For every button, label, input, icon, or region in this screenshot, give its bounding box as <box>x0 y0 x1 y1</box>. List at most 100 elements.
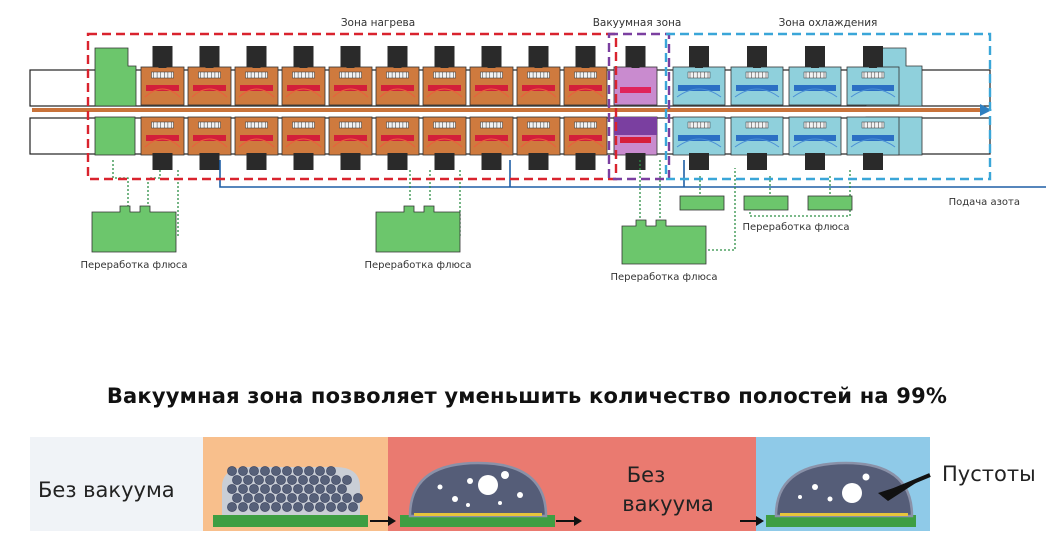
flux-piping <box>112 160 851 251</box>
solder-particle <box>304 466 314 476</box>
cell-8-lower-airflow <box>520 138 557 148</box>
flux-processing-label-1: Переработка флюса <box>80 260 187 271</box>
solder-particle <box>282 484 292 494</box>
cell-5-upper-airflow <box>379 88 416 98</box>
cell-4-lower-element-bar <box>334 135 367 141</box>
flux-processing-label-4: Переработка флюса <box>742 222 849 233</box>
cell-9-upper-airflow <box>567 88 604 98</box>
cell-13-motor-top <box>805 46 825 67</box>
cell-12-lower-fan-grille <box>745 121 769 129</box>
cell-12-motor-bottom <box>747 153 767 170</box>
solder-particle <box>227 466 237 476</box>
solder-particle <box>254 493 264 503</box>
cooling-zone-label: Зона охлаждения <box>779 17 878 29</box>
solder-particle <box>293 466 303 476</box>
cell-1-motor-bottom <box>199 153 220 170</box>
solder-particle <box>293 502 303 512</box>
cell-1-lower-fan-grille <box>198 121 221 129</box>
solder-particle <box>315 484 325 494</box>
solder-particle <box>227 484 237 494</box>
solder-particle <box>304 484 314 494</box>
cell-0-upper-airflow <box>144 88 181 98</box>
cell-4-lower-airflow <box>332 138 369 148</box>
solder-particle <box>271 484 281 494</box>
solder-particle <box>337 484 347 494</box>
flux-unit-small-2 <box>743 195 789 211</box>
cell-2-motor-top <box>246 46 267 67</box>
stage-1-solder-particles <box>227 466 363 512</box>
cell-6-motor-top-shaft <box>440 62 449 68</box>
cell-11-upper-airflow <box>676 88 722 98</box>
cell-10-upper <box>613 66 658 106</box>
cell-11-motor-top-shaft <box>695 62 703 68</box>
solder-particle <box>326 484 336 494</box>
stage-3-voids <box>798 473 870 503</box>
vacuum-zone-frame <box>607 32 671 181</box>
cell-2-motor-top-shaft <box>252 62 261 68</box>
cell-12-upper-airflow <box>734 88 780 98</box>
cell-7-motor-bottom <box>481 153 502 170</box>
cell-0-motor-top <box>152 46 173 67</box>
cell-7-upper-fan-grille <box>480 71 503 79</box>
cell-13-motor-top-shaft <box>811 62 819 68</box>
stage-1-pcb <box>213 515 368 527</box>
cell-4-motor-bottom <box>340 153 361 170</box>
cell-9-lower-fan-grille <box>574 121 597 129</box>
solder-particle <box>249 466 259 476</box>
cell-1-lower-element-bar <box>193 135 226 141</box>
cell-4-upper-airflow <box>332 88 369 98</box>
cell-12-motor-top-shaft <box>753 62 761 68</box>
cell-9-motor-bottom <box>575 153 596 170</box>
solder-particle <box>282 466 292 476</box>
cell-9-motor-top-shaft <box>581 62 590 68</box>
cell-10-motor-top-shaft <box>631 62 640 68</box>
cell-5-motor-top-shaft <box>393 62 402 68</box>
void-reduction-strip: Без вакуума Без вакуума Пустоты <box>30 437 1036 531</box>
solder-particle <box>331 475 341 485</box>
cell-2-lower-airflow <box>238 138 275 148</box>
cell-8-upper-element-bar <box>522 85 555 91</box>
solder-particle <box>309 493 319 503</box>
cell-7-motor-top <box>481 46 502 67</box>
cell-10-upper-vacuum-plate <box>620 87 651 93</box>
cell-0-lower-fan-grille <box>151 121 174 129</box>
without-vacuum-label-left: Без вакуума <box>38 478 175 502</box>
solder-particle <box>353 493 363 503</box>
cell-6-lower-element-bar <box>428 135 461 141</box>
oven-cells <box>140 46 900 170</box>
cell-6-upper-fan-grille <box>433 71 456 79</box>
cell-12-upper-fan-grille <box>745 71 769 79</box>
solder-particle <box>348 502 358 512</box>
cell-8-motor-bottom <box>528 153 549 170</box>
cell-14-motor-top-shaft <box>869 62 877 68</box>
cell-2-upper-airflow <box>238 88 275 98</box>
cell-6-lower-fan-grille <box>433 121 456 129</box>
cell-14-lower-airflow <box>850 138 896 148</box>
solder-particle <box>326 502 336 512</box>
cell-12-motor-top <box>747 46 767 67</box>
flux-unit-3 <box>621 219 707 265</box>
arrow-2-head <box>574 516 582 526</box>
solder-particle <box>249 484 259 494</box>
cell-4-motor-top-shaft <box>346 62 355 68</box>
solder-particle <box>320 475 330 485</box>
cell-11-motor-top <box>689 46 709 67</box>
solder-particle <box>260 502 270 512</box>
cell-5-lower-airflow <box>379 138 416 148</box>
cell-8-upper-airflow <box>520 88 557 98</box>
cell-3-upper-element-bar <box>287 85 320 91</box>
solder-particle <box>282 502 292 512</box>
solder-particle <box>243 493 253 503</box>
cell-13-motor-bottom <box>805 153 825 170</box>
solder-particle <box>265 475 275 485</box>
solder-particle <box>309 475 319 485</box>
cell-14-upper-element-bar <box>852 85 894 91</box>
cell-14-motor-bottom <box>863 153 883 170</box>
cell-3-upper-airflow <box>285 88 322 98</box>
cell-5-upper-fan-grille <box>386 71 409 79</box>
cell-12-lower-element-bar <box>736 135 778 141</box>
cell-10-lower-vacuum-plate <box>620 137 651 143</box>
cell-7-upper-element-bar <box>475 85 508 91</box>
solder-particle <box>276 475 286 485</box>
cell-11-upper-element-bar <box>678 85 720 91</box>
